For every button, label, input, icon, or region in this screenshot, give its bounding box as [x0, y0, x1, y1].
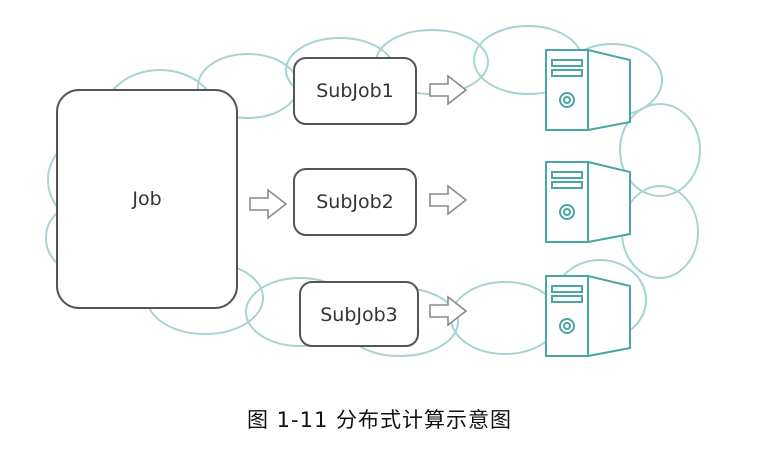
job-box: Job	[56, 89, 238, 309]
hollow-right-arrow-icon	[249, 188, 288, 220]
job-label: Job	[131, 188, 161, 210]
subjob-label: SubJob1	[316, 80, 394, 102]
hollow-right-arrow-icon	[429, 295, 468, 327]
subjob-box: SubJob1	[293, 57, 417, 125]
server-tower-icon	[545, 274, 631, 358]
hollow-right-arrow-icon	[429, 74, 468, 106]
hollow-right-arrow-icon	[429, 184, 468, 216]
server-tower-icon	[545, 48, 631, 132]
figure-caption: 图 1-11 分布式计算示意图	[246, 408, 512, 432]
server-tower-icon	[545, 160, 631, 244]
subjob-box: SubJob2	[293, 168, 417, 236]
subjob-label: SubJob3	[320, 304, 398, 326]
subjob-box: SubJob3	[299, 281, 419, 347]
subjob-label: SubJob2	[316, 191, 394, 213]
